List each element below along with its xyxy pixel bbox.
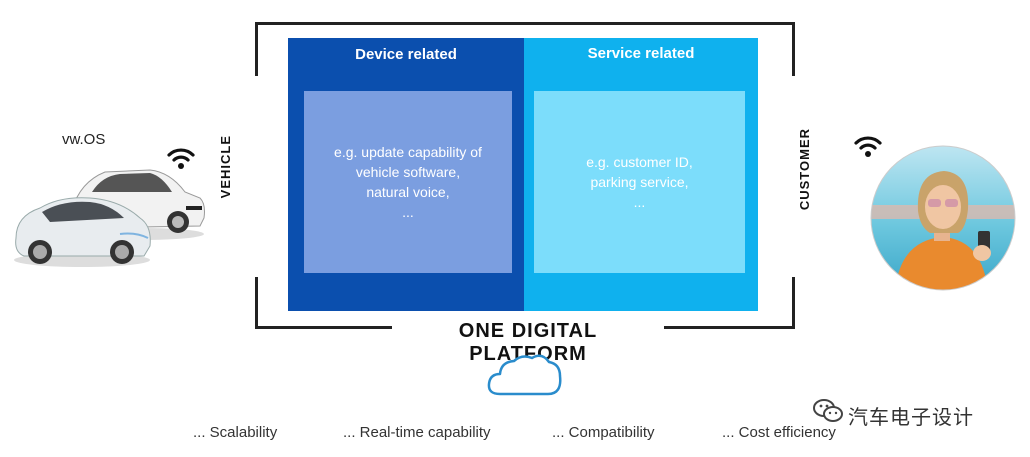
benefit-scalability: ... Scalability (193, 424, 277, 441)
watermark-text: 汽车电子设计 (848, 401, 974, 430)
device-line: natural voice, (334, 182, 482, 202)
frame-top-line (255, 22, 795, 25)
service-line: ... (586, 192, 693, 212)
device-line: vehicle software, (334, 162, 482, 182)
frame-right-bottom (792, 277, 795, 329)
service-panel-title: Service related (524, 45, 758, 62)
benefit-compatibility: ... Compatibility (552, 424, 655, 441)
cars-image (10, 160, 210, 272)
service-line: parking service, (586, 172, 693, 192)
service-panel: Service related e.g. customer ID, parkin… (524, 38, 758, 311)
frame-left-bottom (255, 277, 258, 329)
wechat-icon (812, 396, 844, 426)
benefit-realtime: ... Real-time capability (343, 424, 491, 441)
device-line: ... (334, 202, 482, 222)
device-panel-title: Device related (288, 46, 524, 63)
device-panel-box: e.g. update capability of vehicle softwa… (304, 91, 512, 273)
device-panel: Device related e.g. update capability of… (288, 38, 524, 311)
frame-right-top (792, 22, 795, 76)
customer-label: CUSTOMER (797, 128, 812, 210)
vehicle-label: VEHICLE (218, 135, 233, 198)
vwos-label: vw.OS (62, 131, 105, 148)
device-panel-text: e.g. update capability of vehicle softwa… (334, 142, 482, 222)
frame-left-top (255, 22, 258, 76)
cloud-icon (486, 352, 564, 398)
benefit-cost-efficiency: ... Cost efficiency (722, 424, 836, 441)
service-panel-box: e.g. customer ID, parking service, ... (534, 91, 745, 273)
service-panel-text: e.g. customer ID, parking service, ... (586, 152, 693, 212)
service-line: e.g. customer ID, (586, 152, 693, 172)
customer-avatar (870, 145, 1016, 291)
device-line: e.g. update capability of (334, 142, 482, 162)
